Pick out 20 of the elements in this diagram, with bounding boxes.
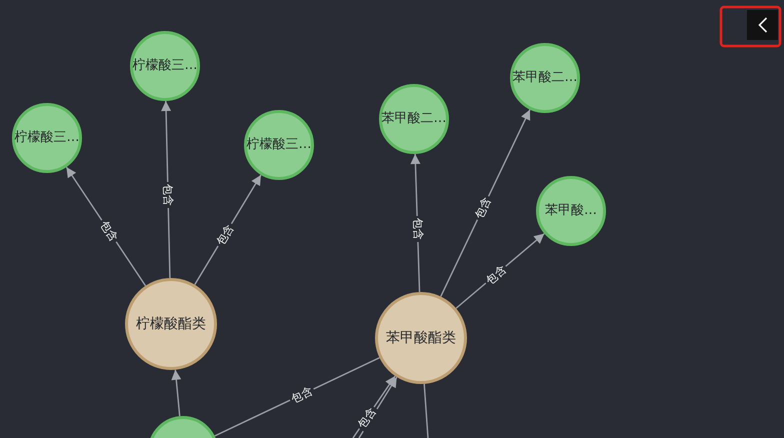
node-label: 柠檬酸三… bbox=[132, 58, 198, 74]
node-label: 苯甲酸二… bbox=[512, 70, 578, 86]
node-circle bbox=[536, 176, 606, 246]
node-label: 柠檬酸三… bbox=[246, 137, 312, 153]
node-label: 柠檬酸三… bbox=[14, 130, 80, 146]
node-label: 苯甲酸酯类 bbox=[386, 330, 456, 346]
node-label: 柠檬酸酯类 bbox=[136, 316, 206, 332]
edge-label: 包含 bbox=[161, 182, 175, 208]
node-circle bbox=[130, 31, 200, 101]
node-circle bbox=[379, 84, 449, 154]
edge-label: 包含 bbox=[410, 215, 424, 242]
connector-line bbox=[424, 384, 429, 438]
node-circle bbox=[125, 278, 217, 370]
node-circle bbox=[12, 103, 82, 173]
node-circle bbox=[510, 43, 580, 113]
node-label: 苯甲酸… bbox=[545, 203, 597, 219]
node-circle bbox=[244, 110, 314, 180]
arrow bbox=[171, 370, 182, 416]
node-label: 苯甲酸二… bbox=[382, 111, 446, 127]
node-circle bbox=[375, 292, 467, 384]
